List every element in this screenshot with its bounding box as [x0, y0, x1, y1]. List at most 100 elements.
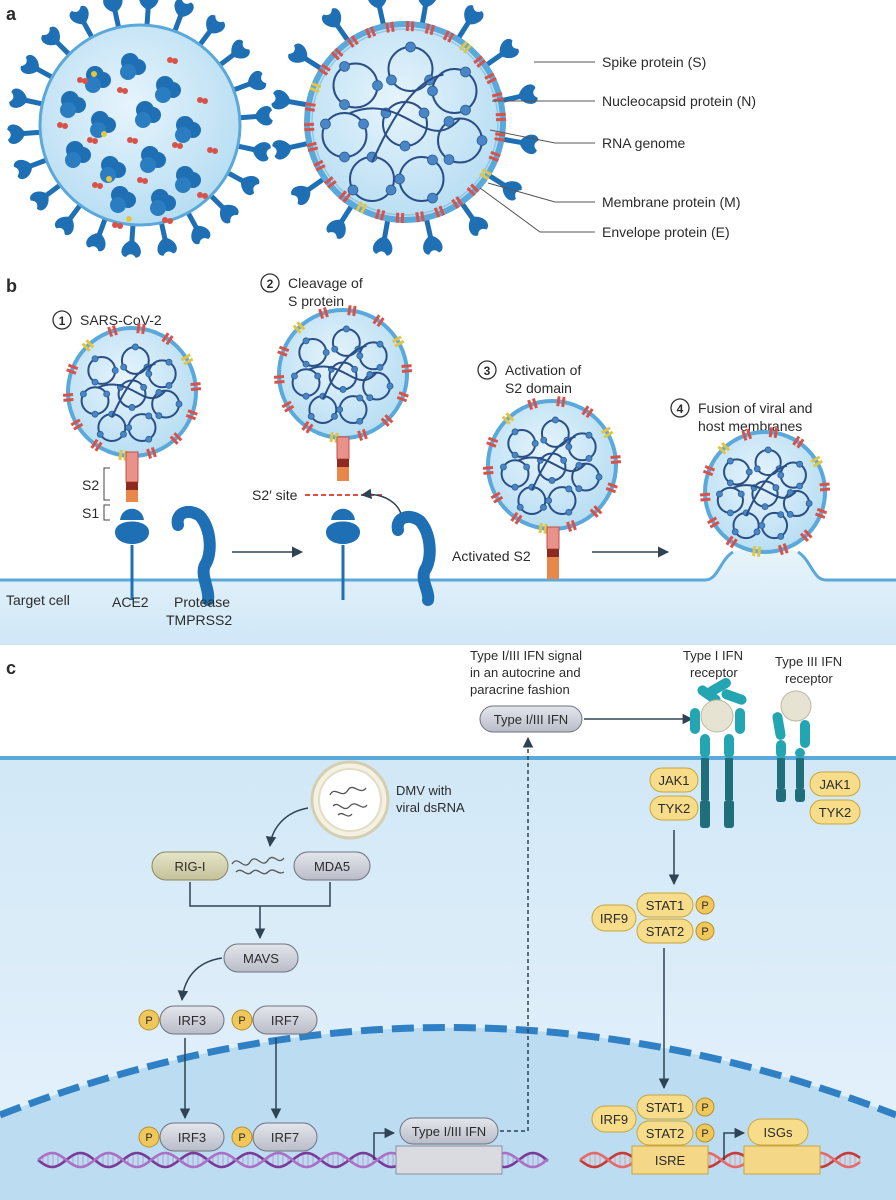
membrane-protein — [442, 30, 455, 43]
svg-text:JAK1: JAK1 — [658, 773, 689, 788]
membrane-protein — [304, 102, 316, 112]
svg-text:4: 4 — [677, 402, 684, 416]
nucleocapsid-protein — [548, 477, 556, 484]
nucleocapsid-protein — [307, 412, 315, 420]
nucleocapsid-protein — [777, 533, 785, 540]
nucleocapsid-protein — [796, 482, 804, 490]
label-type1-receptor-1: Type I IFN — [683, 648, 743, 663]
spike-protein — [69, 5, 96, 41]
nucleocapsid-protein — [376, 364, 384, 371]
spike-protein — [326, 203, 355, 239]
membrane-protein — [301, 420, 314, 434]
nucleocapsid-protein — [145, 435, 153, 443]
irf3-phospho-cytoplasm: P IRF3 — [138, 1005, 225, 1035]
label-rna-genome: RNA genome — [602, 135, 685, 151]
label-envelope-protein: Envelope protein (E) — [602, 224, 730, 240]
spike-protein — [184, 209, 211, 245]
nucleocapsid-protein — [103, 390, 111, 398]
virion-step-4 — [699, 427, 831, 557]
svg-text:Fusion of viral and: Fusion of viral and — [698, 400, 812, 416]
spike-protein — [235, 142, 271, 162]
svg-text:P: P — [701, 900, 708, 912]
svg-text:IRF9: IRF9 — [600, 911, 628, 926]
membrane-protein — [473, 55, 487, 68]
membrane-protein-dot — [137, 177, 143, 183]
nucleocapsid-protein — [761, 503, 769, 511]
nucleocapsid-protein — [764, 446, 772, 454]
membrane-protein — [814, 507, 828, 519]
label-s2-site: S2′ site — [252, 487, 298, 503]
cleaved-spike — [305, 436, 385, 600]
activated-s2-spike — [546, 526, 560, 579]
svg-text:STAT2: STAT2 — [646, 1126, 685, 1141]
spike-protein — [367, 0, 387, 27]
label-type3-receptor-1: Type III IFN — [775, 654, 842, 669]
nucleocapsid-protein — [145, 412, 153, 420]
rna-genome — [320, 41, 488, 204]
membrane-protein-dot — [92, 182, 98, 188]
arrow-dmv-to-sensors — [265, 807, 309, 848]
svg-text:Cleavage of: Cleavage of — [288, 275, 363, 291]
envelope-protein — [180, 353, 194, 366]
rig-i-pill: RIG-I — [151, 851, 229, 881]
label-ace2: ACE2 — [112, 594, 149, 610]
virion-envelope — [304, 21, 506, 223]
membrane-protein-dot — [167, 57, 173, 63]
type1-ifn-receptor — [690, 678, 747, 828]
isre-box — [631, 1145, 709, 1175]
virion-step-2 — [273, 305, 413, 443]
membrane-protein-dot — [127, 137, 133, 143]
nucleocapsid-protein — [531, 440, 539, 447]
membrane-protein-dot — [57, 122, 63, 128]
nucleocapsid-protein — [302, 337, 310, 345]
membrane-protein — [495, 112, 507, 122]
ifn-transcription-arrow — [373, 1127, 396, 1160]
nucleocapsid-protein — [731, 528, 739, 536]
spike-protein — [86, 216, 109, 252]
membrane-protein — [374, 208, 386, 221]
nucleocapsid-protein — [140, 383, 148, 391]
membrane-protein — [190, 382, 202, 391]
spike-protein-group — [7, 0, 273, 258]
nucleocapsid-protein — [805, 500, 813, 507]
ifn-mrna-pill: Type I/III IFN — [399, 1117, 499, 1145]
spike-protein — [103, 0, 123, 30]
label-ifn-signal-1: Type I/III IFN signal — [470, 648, 582, 663]
membrane-protein — [725, 535, 738, 549]
spike-protein — [501, 134, 539, 155]
membrane-protein-dot — [197, 192, 203, 198]
nucleocapsid-protein — [125, 424, 133, 432]
spike-protein — [171, 0, 194, 34]
label-dmv-1: DMV with — [396, 783, 452, 798]
spike-protein — [139, 0, 159, 28]
membrane-protein — [346, 35, 359, 48]
isg-gene-box — [743, 1145, 821, 1175]
membrane-protein — [702, 465, 716, 477]
nucleocapsid-protein — [356, 352, 364, 360]
nucleocapsid-protein — [737, 490, 745, 498]
membrane-protein — [385, 21, 395, 33]
svg-text:STAT2: STAT2 — [646, 924, 685, 939]
nucleocapsid-protein — [516, 503, 524, 511]
membrane-protein — [581, 405, 594, 419]
membrane-protein-dot — [162, 217, 168, 223]
svg-text:P: P — [701, 1102, 708, 1114]
membrane-protein — [610, 455, 622, 464]
membrane-protein — [372, 314, 385, 328]
membrane-protein — [357, 428, 368, 441]
nucleocapsid-protein — [499, 463, 507, 471]
nucleocapsid-protein — [405, 41, 416, 53]
envelope-protein — [751, 545, 762, 557]
svg-text:P: P — [701, 1128, 708, 1140]
membrane-protein-group — [303, 20, 507, 224]
spike-protein — [483, 38, 519, 68]
membrane-protein — [306, 141, 319, 153]
nucleocapsid-protein — [511, 483, 519, 491]
nucleocapsid-protein — [753, 528, 761, 536]
nucleocapsid-protein — [111, 367, 119, 374]
envelope-protein — [81, 339, 95, 352]
spike-protein-group — [271, 0, 539, 256]
ifn-pill: Type I/III IFN — [479, 705, 583, 733]
nucleocapsid-protein — [376, 340, 384, 348]
nucleocapsid-protein — [175, 400, 183, 408]
